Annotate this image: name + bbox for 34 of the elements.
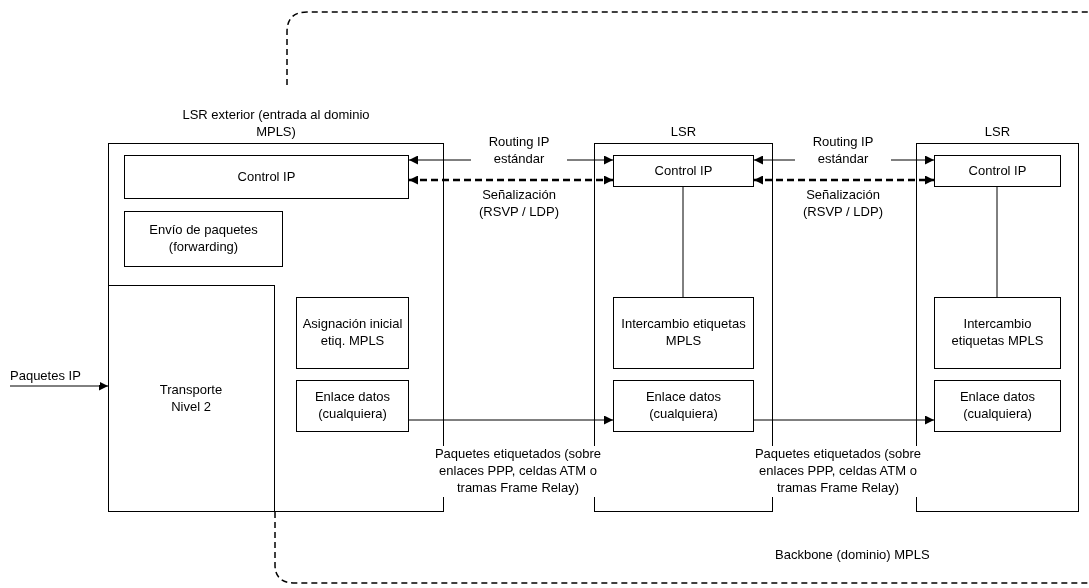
node-text: Intercambio etiquetas MPLS: [950, 316, 1045, 350]
arrow: [754, 175, 934, 185]
node-text: Control IP: [653, 162, 714, 180]
process-box: [613, 380, 754, 432]
node-text: Enlace datos (cualquiera): [958, 389, 1037, 423]
section-panel: [108, 285, 275, 512]
arrow: [409, 175, 613, 185]
node-text: Control IP: [967, 162, 1028, 180]
node-text: Asignación inicial etiq. MPLS: [301, 316, 404, 350]
node-text: Enlace datos (cualquiera): [644, 389, 723, 423]
process-box: [124, 155, 409, 199]
process-box: [296, 297, 409, 369]
arrow: [408, 415, 614, 425]
region-label: Backbone (dominio) MPLS: [775, 547, 930, 564]
node-heading: LSR exterior (entrada al dominio MPLS): [181, 107, 371, 141]
process-box: [613, 297, 754, 369]
process-box: [934, 155, 1061, 187]
node-text: Control IP: [236, 168, 297, 186]
process-box: [613, 155, 754, 187]
edge-label: Paquetes IP: [10, 368, 100, 385]
process-box: [124, 211, 283, 267]
node-text: Envío de paquetes (forwarding): [148, 222, 259, 256]
node-text: Enlace datos (cualquiera): [313, 389, 392, 423]
process-box: [934, 297, 1061, 369]
node-text: Transporte Nivel 2: [158, 382, 224, 416]
process-box: [934, 380, 1061, 432]
node-text: Intercambio etiquetas MPLS: [620, 316, 747, 350]
connector-line: [682, 186, 684, 298]
connector-line: [996, 186, 998, 298]
arrow: [9, 381, 109, 391]
arrow: [753, 415, 935, 425]
node-heading: LSR: [669, 124, 698, 141]
node-heading: LSR: [983, 124, 1012, 141]
process-box: [296, 380, 409, 432]
